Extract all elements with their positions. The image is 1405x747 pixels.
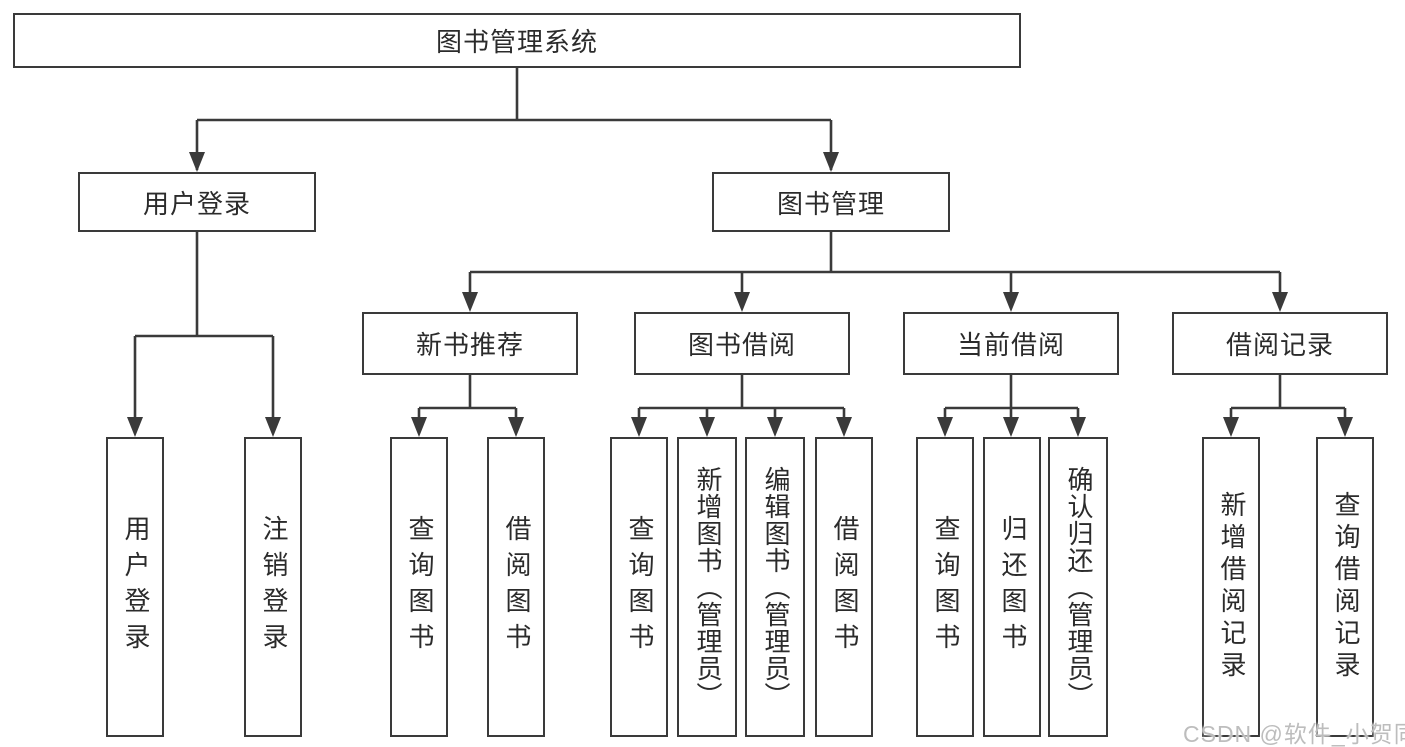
edge-borrow-record-to-leaves [1223, 375, 1353, 437]
leaf-recommend-query-books: 查询图书 [390, 437, 448, 737]
watermark: CSDN @软件_小贺同学 [1183, 721, 1405, 747]
edge-user-login-to-leaves [127, 232, 281, 437]
leaf-recommend-borrow-books: 借阅图书 [487, 437, 545, 737]
edge-book-borrow-to-leaves [631, 375, 852, 437]
leaf-borrow-borrow-books: 借阅图书 [815, 437, 873, 737]
leaf-borrow-query-books: 查询图书 [610, 437, 668, 737]
node-book-borrowing: 图书借阅 [634, 312, 850, 375]
leaf-confirm-return-admin: 确认归还（管理员） [1048, 437, 1108, 737]
leaf-user-login: 用户登录 [106, 437, 164, 737]
node-library-management-system: 图书管理系统 [13, 13, 1021, 68]
leaf-add-borrow-record: 新增借阅记录 [1202, 437, 1260, 737]
node-book-management: 图书管理 [712, 172, 950, 232]
leaf-query-borrow-record: 查询借阅记录 [1316, 437, 1374, 737]
node-user-login: 用户登录 [78, 172, 316, 232]
leaf-add-books-admin: 新增图书（管理员） [677, 437, 737, 737]
edge-current-borrow-to-leaves [937, 375, 1086, 437]
edge-new-book-recommend-to-leaves [411, 375, 524, 437]
edge-book-management-to-level3 [462, 232, 1288, 312]
node-current-borrowing: 当前借阅 [903, 312, 1119, 375]
edge-root-to-level2 [189, 67, 839, 172]
leaf-current-query-books: 查询图书 [916, 437, 974, 737]
leaf-logout: 注销登录 [244, 437, 302, 737]
leaf-return-books: 归还图书 [983, 437, 1041, 737]
node-borrowing-records: 借阅记录 [1172, 312, 1388, 375]
node-new-book-recommendation: 新书推荐 [362, 312, 578, 375]
leaf-edit-books-admin: 编辑图书（管理员） [745, 437, 805, 737]
